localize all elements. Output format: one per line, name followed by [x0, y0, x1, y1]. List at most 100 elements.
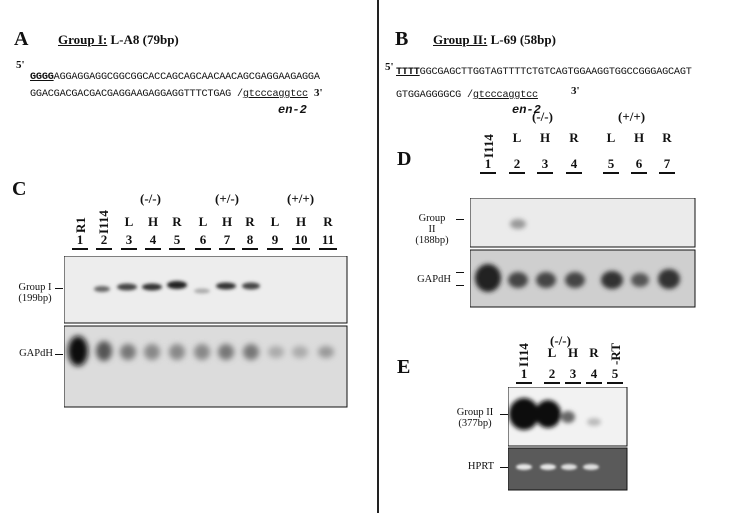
panel-d-lane-head-4: R: [569, 130, 579, 145]
panel-b-group-name: L-69 (58bp): [487, 32, 556, 47]
panel-b-label: B: [395, 28, 409, 50]
panel-e-lane-num-3: 3: [565, 366, 581, 384]
panel-c-lane-head-5: R: [172, 214, 182, 229]
panel-c-genotype-2: (+/-): [215, 191, 240, 206]
band-d-2: [510, 219, 526, 229]
band-c-gap-9: [268, 346, 284, 358]
band-c-gap-10: [292, 346, 308, 358]
band-c-gap-11: [318, 346, 334, 358]
panel-e-lane-head-2: L: [547, 345, 557, 360]
panel-c-row2-tick: [55, 354, 63, 355]
band-c-6: [194, 288, 210, 294]
band-c-gap-5: [169, 344, 185, 360]
panel-d-label: D: [397, 148, 412, 170]
panel-e-lane-num-5: 5: [607, 366, 623, 384]
panel-c-lane-head-10: H: [295, 214, 307, 229]
panel-e-lane-num-2: 2: [544, 366, 560, 384]
band-e-hprt-1: [516, 464, 532, 470]
band-c-3: [117, 283, 137, 291]
panel-e-row2-tick: [500, 467, 508, 468]
panel-c-lane-num-8: 8: [242, 232, 258, 250]
panel-a-3prime: 3': [314, 87, 323, 99]
panel-d-row1-label: Group II (188bp): [410, 213, 454, 246]
band-d-gap-4: [565, 272, 585, 288]
panel-d-lane-head-5: L: [606, 130, 616, 145]
panel-d-lane-head-6: H: [633, 130, 645, 145]
panel-c-lane-head-9: L: [270, 214, 280, 229]
panel-c-lane-num-7: 7: [219, 232, 235, 250]
panel-c-lane-head-7: H: [221, 214, 233, 229]
band-c-4: [142, 283, 162, 291]
band-d-gap-1: [475, 264, 501, 292]
panel-a-label: A: [14, 28, 29, 50]
panel-d-lane-head-2: L: [512, 130, 522, 145]
panel-e-row2-label: HPRT: [467, 461, 495, 472]
panel-b-seq-2: GTGGAGGGGCG /: [396, 90, 473, 101]
panel-c-lane-num-2: 2: [96, 232, 112, 250]
band-c-gap-4: [144, 344, 160, 360]
panel-a-5prime: 5': [16, 59, 25, 71]
band-e-3: [561, 411, 575, 423]
panel-d-row1-size: (188bp): [415, 235, 449, 246]
panel-d-lane-num-6: 6: [631, 156, 647, 174]
panel-c-row1-label: Group I (199bp): [16, 282, 54, 304]
panel-c-blot: [64, 256, 348, 408]
panel-c-label: C: [12, 178, 27, 200]
panel-e-blot: [508, 387, 628, 491]
panel-b-seq-tail: gtcccaggtcc: [472, 90, 538, 101]
panel-c-lane-head-11: R: [323, 214, 333, 229]
panel-divider: [377, 0, 379, 513]
panel-c-lane-num-6: 6: [195, 232, 211, 250]
band-e-hprt-2: [540, 464, 556, 470]
band-d-gap-5: [601, 271, 623, 289]
panel-c-row1-tick: [55, 288, 63, 289]
panel-c-row1-size: (199bp): [18, 293, 52, 304]
panel-a-seq-line1: GGGGAGGAGGAGGCGGCGGCACCAGCAGCAACAACAGCGA…: [30, 72, 320, 83]
panel-b-title: Group II: L-69 (58bp): [433, 32, 556, 48]
panel-e-row1-tick: [500, 414, 508, 415]
panel-c-lane-head-3: L: [124, 214, 134, 229]
panel-d-genotype-1: (-/-): [532, 109, 553, 124]
panel-b-seq-line1: TTTTGGCGAGCTTGGTAGTTTTCTGTCAGTGGAAGGTGGC…: [396, 67, 692, 78]
band-c-7: [216, 282, 236, 290]
band-c-gap-3: [120, 344, 136, 360]
band-d-gap-3: [536, 272, 556, 288]
panel-c-lane-head-4: H: [147, 214, 159, 229]
panel-d-lane-num-3: 3: [537, 156, 553, 174]
panel-c-lane-head-1: R1: [73, 217, 88, 233]
panel-b-seq-bold: TTTT: [396, 67, 420, 78]
band-c-gap-2: [96, 341, 112, 361]
panel-e-genotype-1: (-/-): [550, 333, 571, 348]
panel-d-lane-head-1: I114: [481, 134, 496, 158]
band-d-gap-2: [508, 272, 528, 288]
band-c-8: [242, 282, 260, 290]
panel-c-lane-num-1: 1: [72, 232, 88, 250]
panel-d-row2-tick-a: [456, 272, 464, 273]
panel-c-lane-num-9: 9: [267, 232, 283, 250]
band-c-gap-7: [218, 344, 234, 360]
panel-d-lane-head-3: H: [539, 130, 551, 145]
panel-e-lane-num-4: 4: [586, 366, 602, 384]
panel-a-title: Group I: L-A8 (79bp): [58, 32, 179, 48]
panel-a-seq-bold: GGGG: [30, 72, 54, 83]
panel-d-lane-num-1: 1: [480, 156, 496, 174]
panel-d-genotype-2: (+/+): [618, 109, 646, 124]
panel-a-gene: en-2: [278, 103, 307, 117]
panel-b-gene: en-2: [512, 103, 541, 117]
panel-c-row2-label: GAPdH: [19, 348, 53, 359]
panel-c-lane-head-6: L: [198, 214, 208, 229]
panel-c-lane-num-4: 4: [145, 232, 161, 250]
panel-c-lane-num-11: 11: [319, 232, 337, 250]
panel-b-seq-line2: GTGGAGGGGCG /gtcccaggtcc: [396, 90, 538, 101]
panel-a-seq-line2: GGACGACGACGACGAGGAAGAGGAGGTTTCTGAG /gtcc…: [30, 89, 308, 100]
panel-c-lane-num-3: 3: [121, 232, 137, 250]
panel-e-lane-head-5: -RT: [608, 343, 623, 365]
band-c-5: [167, 281, 187, 289]
panel-a-seq-2: GGACGACGACGACGAGGAAGAGGAGGTTTCTGAG /: [30, 89, 243, 100]
panel-d-lane-num-7: 7: [659, 156, 675, 174]
panel-a-seq-tail: gtcccaggtcc: [242, 89, 308, 100]
band-c-2: [94, 286, 110, 292]
panel-d-row2-label: GAPdH: [417, 274, 451, 285]
panel-a-group-name: L-A8 (79bp): [107, 32, 179, 47]
panel-e-row1-label: Group II (377bp): [452, 407, 498, 429]
